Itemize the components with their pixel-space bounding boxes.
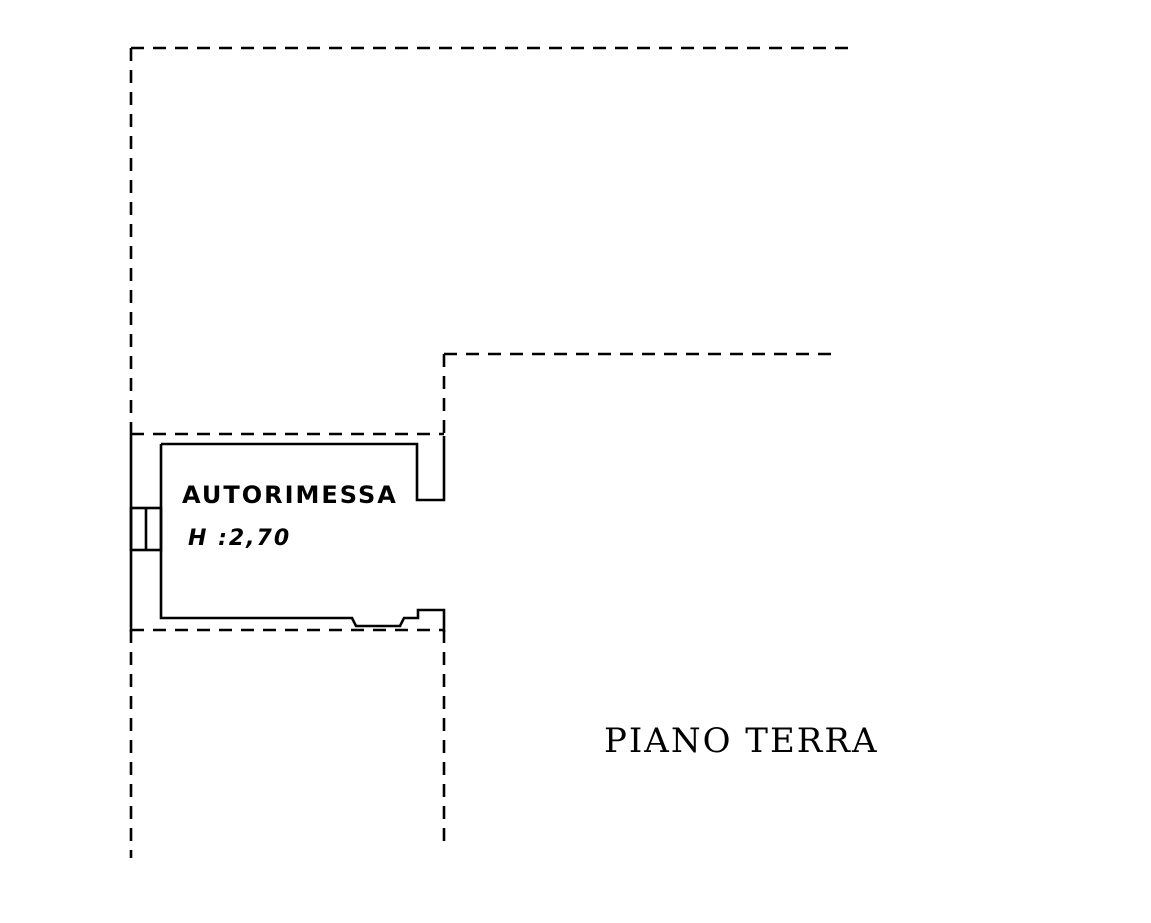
room-name-label: AUTORIMESSA xyxy=(182,481,398,509)
garage-walls xyxy=(129,434,446,632)
room-height-label: H :2,70 xyxy=(188,526,291,551)
floor-title: PIANO TERRA xyxy=(604,721,879,761)
property-boundary xyxy=(129,46,850,858)
